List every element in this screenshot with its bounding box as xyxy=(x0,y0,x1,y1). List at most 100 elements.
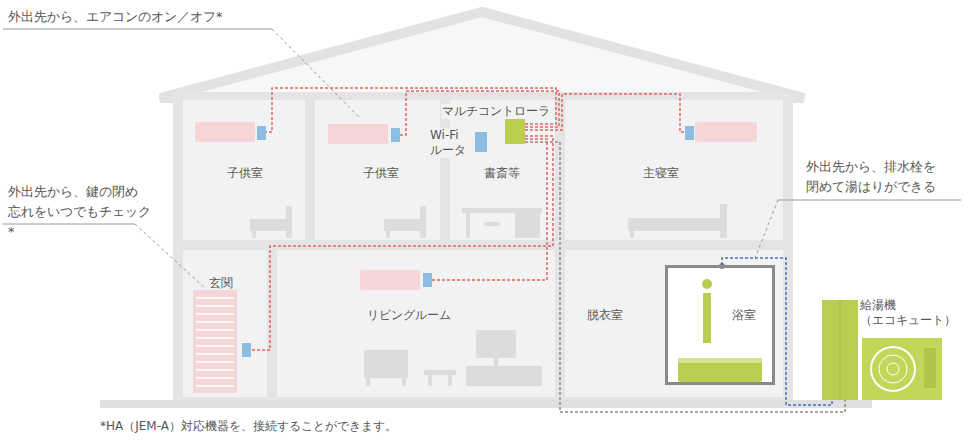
controller-box: マルチコントローラ xyxy=(505,118,525,144)
room-label: 子供室 xyxy=(363,166,399,181)
house-body xyxy=(100,12,872,408)
room-area: リビングルーム xyxy=(277,250,555,397)
room-label: 脱衣室 xyxy=(587,308,623,323)
tv xyxy=(476,330,516,358)
entrance-door xyxy=(193,290,251,393)
room-floor xyxy=(450,100,555,240)
room-floor xyxy=(183,250,267,397)
air-conditioner xyxy=(328,124,388,144)
door-panel xyxy=(193,290,237,393)
router-box: Wi-Fi ルータ xyxy=(475,132,487,152)
bed-leg xyxy=(630,231,634,238)
sofa-back xyxy=(364,350,408,364)
ground-line xyxy=(100,400,872,408)
desk-top xyxy=(462,208,542,213)
room-area: 脱衣室 xyxy=(565,250,660,397)
fan-grill xyxy=(879,355,907,383)
bed xyxy=(384,219,422,231)
callout-wrap: 外出先から、鍵の閉め 忘れをいつでもチェック* xyxy=(8,182,142,242)
device-label: マルチコントローラ xyxy=(441,104,551,119)
hems-adapter xyxy=(391,128,400,142)
bed-leg xyxy=(252,231,256,238)
tv-stand xyxy=(494,358,498,366)
caption-wrap: *HA（JEM-A）対応機器を、接続することができます。 xyxy=(100,419,397,434)
sofa-leg xyxy=(366,378,370,386)
tv-board xyxy=(466,366,542,386)
callout-text: 外出先から、排水栓を 閉めて湯はりができる xyxy=(806,157,940,197)
house-wall xyxy=(173,92,793,402)
air-conditioner xyxy=(695,122,757,142)
room-label: 給湯機 （エコキュート） xyxy=(860,298,920,328)
bed-leg xyxy=(386,231,390,238)
desk-drawer xyxy=(515,213,540,238)
footnote: *HA（JEM-A）対応機器を、接続することができます。 xyxy=(100,419,397,434)
room-label: 書斎等 xyxy=(484,166,520,181)
hems-adapter xyxy=(423,273,432,287)
room-label: リビングルーム xyxy=(367,308,451,323)
bed xyxy=(628,218,722,231)
room-floor xyxy=(183,100,305,240)
air-conditioner xyxy=(360,270,420,290)
leader-line xyxy=(272,29,360,118)
leader-line xyxy=(3,224,135,225)
callout-text: 外出先から、エアコンのオン／オフ* xyxy=(8,7,223,27)
room-floor xyxy=(565,100,783,240)
hot-water-tank xyxy=(822,300,858,400)
callout-wrap: 外出先から、排水栓を 閉めて湯はりができる xyxy=(806,157,940,197)
wiring-line xyxy=(432,139,547,280)
room-area: Wi-Fi ルータ マルチコントローラ書斎等 xyxy=(450,100,557,240)
water-heater: 給湯機 （エコキュート） xyxy=(818,296,954,400)
air-conditioner xyxy=(195,122,255,142)
unit-side-panel xyxy=(924,348,936,388)
lock-adapter xyxy=(242,343,251,357)
leader-line xyxy=(3,29,272,30)
callout-wrap: 外出先から、エアコンのオン／オフ* xyxy=(8,7,223,27)
fan-grill xyxy=(887,363,899,375)
room-area: 子供室 xyxy=(183,100,305,240)
bathroom-box: 浴室 xyxy=(665,265,775,385)
roof xyxy=(160,12,804,98)
hems-adapter xyxy=(685,126,694,140)
table xyxy=(424,370,456,375)
fan-grill xyxy=(871,347,915,391)
tank-seam xyxy=(840,300,841,400)
hems-adapter xyxy=(257,126,266,140)
sofa-seat xyxy=(364,364,408,378)
furniture xyxy=(250,204,727,386)
bed xyxy=(250,219,288,231)
room-floor xyxy=(315,100,440,240)
leader-line xyxy=(778,200,961,201)
shower-bar xyxy=(703,293,711,343)
bathtub-rim xyxy=(678,358,762,363)
bathroom-equipment xyxy=(665,263,775,385)
wiring-line xyxy=(251,136,553,350)
room-label: 子供室 xyxy=(227,166,263,181)
room-label: 主寝室 xyxy=(643,166,679,181)
desk-leg xyxy=(466,213,470,238)
room-area: 玄関 xyxy=(183,250,267,397)
shower-head xyxy=(702,279,712,289)
callout-text: 外出先から、鍵の閉め 忘れをいつでもチェック* xyxy=(8,182,142,242)
callout-leaders xyxy=(3,29,961,288)
wiring-line xyxy=(525,142,845,412)
sofa-leg xyxy=(402,378,406,386)
room-label: 玄関 xyxy=(209,276,233,291)
room-floor xyxy=(277,250,555,397)
room-area: 子供室 xyxy=(315,100,440,240)
wiring-line xyxy=(400,91,559,135)
bathroom-floor xyxy=(665,265,775,385)
heat-pump-unit xyxy=(862,338,942,400)
room-floor xyxy=(565,250,783,397)
leader-line xyxy=(135,224,205,288)
room-label: 浴室 xyxy=(732,308,756,323)
device-label: Wi-Fi ルータ xyxy=(429,128,473,158)
door-slats xyxy=(196,298,234,386)
table-leg xyxy=(428,375,432,386)
leader-line xyxy=(755,200,778,258)
bathtub xyxy=(678,358,762,382)
table-leg xyxy=(448,375,452,386)
